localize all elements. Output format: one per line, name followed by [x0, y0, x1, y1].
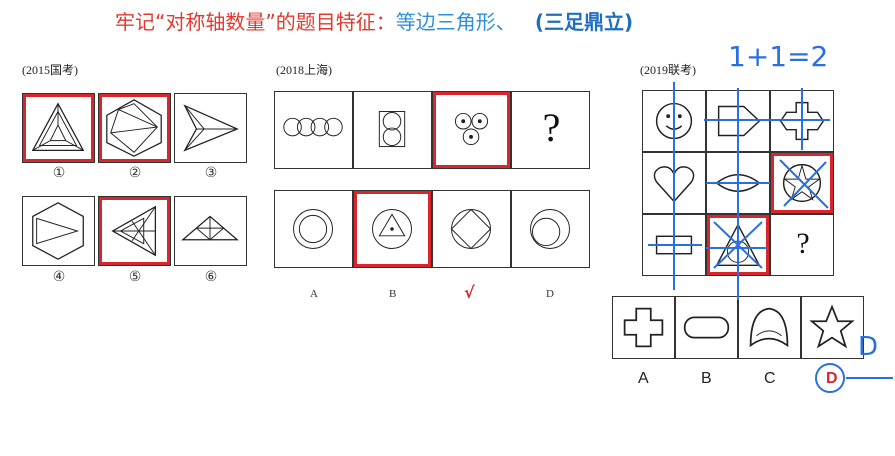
p1-number-3: ③ [204, 165, 218, 181]
p2-question-cell: ? [511, 91, 590, 169]
p3-label-a: A [638, 370, 649, 387]
smiley-face-icon [655, 102, 693, 140]
p3-cell-5 [706, 152, 770, 214]
handwritten-answer: D [858, 332, 879, 362]
p2-option-d[interactable] [511, 190, 590, 268]
hexagon-figure-icon [106, 99, 162, 157]
rect-circles-icon [378, 111, 406, 148]
p1-figure-6 [174, 196, 247, 266]
p1-number-6: ⑥ [204, 269, 218, 285]
p1-number-4: ④ [52, 269, 66, 285]
title-part-1: 牢记“对称轴数量”的题目特征： [115, 10, 396, 34]
p1-figure-1 [22, 93, 95, 163]
handwritten-note: 1+1=2 [728, 40, 829, 73]
p2-label-a: A [310, 288, 318, 300]
p2-option-b[interactable] [353, 190, 432, 268]
p1-number-2: ② [128, 165, 142, 181]
p1-number-1: ① [52, 165, 66, 181]
p3-label-d: D [826, 370, 838, 387]
p3-option-d[interactable] [801, 296, 864, 359]
p1-figure-4 [22, 196, 95, 266]
circle-triangle-icon [372, 209, 412, 249]
triangle-figure-icon [31, 102, 85, 151]
rect-cross-icon [655, 235, 693, 255]
p2-question-mark: ? [542, 105, 561, 150]
flat-triangle-icon [181, 215, 239, 241]
offset-circles-icon [530, 209, 570, 249]
p3-cell-3 [770, 90, 834, 152]
lens-diamond-icon [715, 174, 761, 192]
problem3-caption: (2019联考) [640, 63, 696, 77]
p3-label-b: B [701, 370, 712, 387]
rounded-rect-icon [683, 316, 730, 339]
p3-label-c: C [764, 370, 776, 387]
cross-shape-icon [623, 307, 664, 348]
problem2-caption: (2018上海) [276, 63, 332, 77]
p1-number-5: ⑤ [128, 269, 142, 285]
p2-option-a[interactable] [274, 190, 353, 268]
p3-option-a[interactable] [612, 296, 675, 359]
p3-cell-7 [642, 214, 706, 276]
star-icon [809, 304, 855, 349]
concentric-circles-icon [293, 209, 333, 249]
circle-diamond-icon [450, 208, 492, 250]
circle-star-icon [782, 163, 822, 203]
page-title: 牢记“对称轴数量”的题目特征：等边三角形、 (三足鼎立) [115, 6, 633, 35]
p2-check-mark: √ [464, 283, 475, 302]
p3-cell-2 [706, 90, 770, 152]
p3-cell-8 [706, 214, 770, 276]
title-part-2: 等边三角形、 [395, 10, 516, 34]
p2-label-b: B [389, 288, 397, 300]
three-circles-icon [454, 112, 489, 146]
heart-icon [653, 166, 695, 203]
hexagon-triangle-icon [32, 202, 84, 260]
p3-option-c[interactable] [738, 296, 801, 359]
p3-cell-4 [642, 152, 706, 214]
triangle-circle-icon [715, 223, 761, 267]
p2-figure-1 [274, 91, 353, 169]
p3-question-cell: ? [770, 214, 834, 276]
p3-question-mark: ? [796, 227, 810, 260]
p1-figure-2 [98, 93, 171, 163]
p2-label-d: D [546, 288, 554, 300]
star-triangle-icon [111, 205, 157, 257]
p2-figure-3 [432, 91, 511, 169]
p3-cell-1 [642, 90, 706, 152]
p3-option-b[interactable] [675, 296, 738, 359]
p3-cell-6 [770, 152, 834, 214]
dome-shape-icon [749, 307, 789, 348]
p1-figure-3 [174, 93, 247, 163]
olympic-rings-icon [283, 117, 343, 137]
pentagon-arrow-icon [717, 105, 761, 137]
double-arrow-cross-icon [779, 101, 825, 141]
p2-option-c[interactable] [432, 190, 511, 268]
title-part-3: (三足鼎立) [534, 10, 634, 34]
p2-figure-2 [353, 91, 432, 169]
problem1-caption: (2015国考) [22, 63, 78, 77]
p1-figure-5 [98, 196, 171, 266]
arrow-figure-icon [183, 104, 239, 152]
